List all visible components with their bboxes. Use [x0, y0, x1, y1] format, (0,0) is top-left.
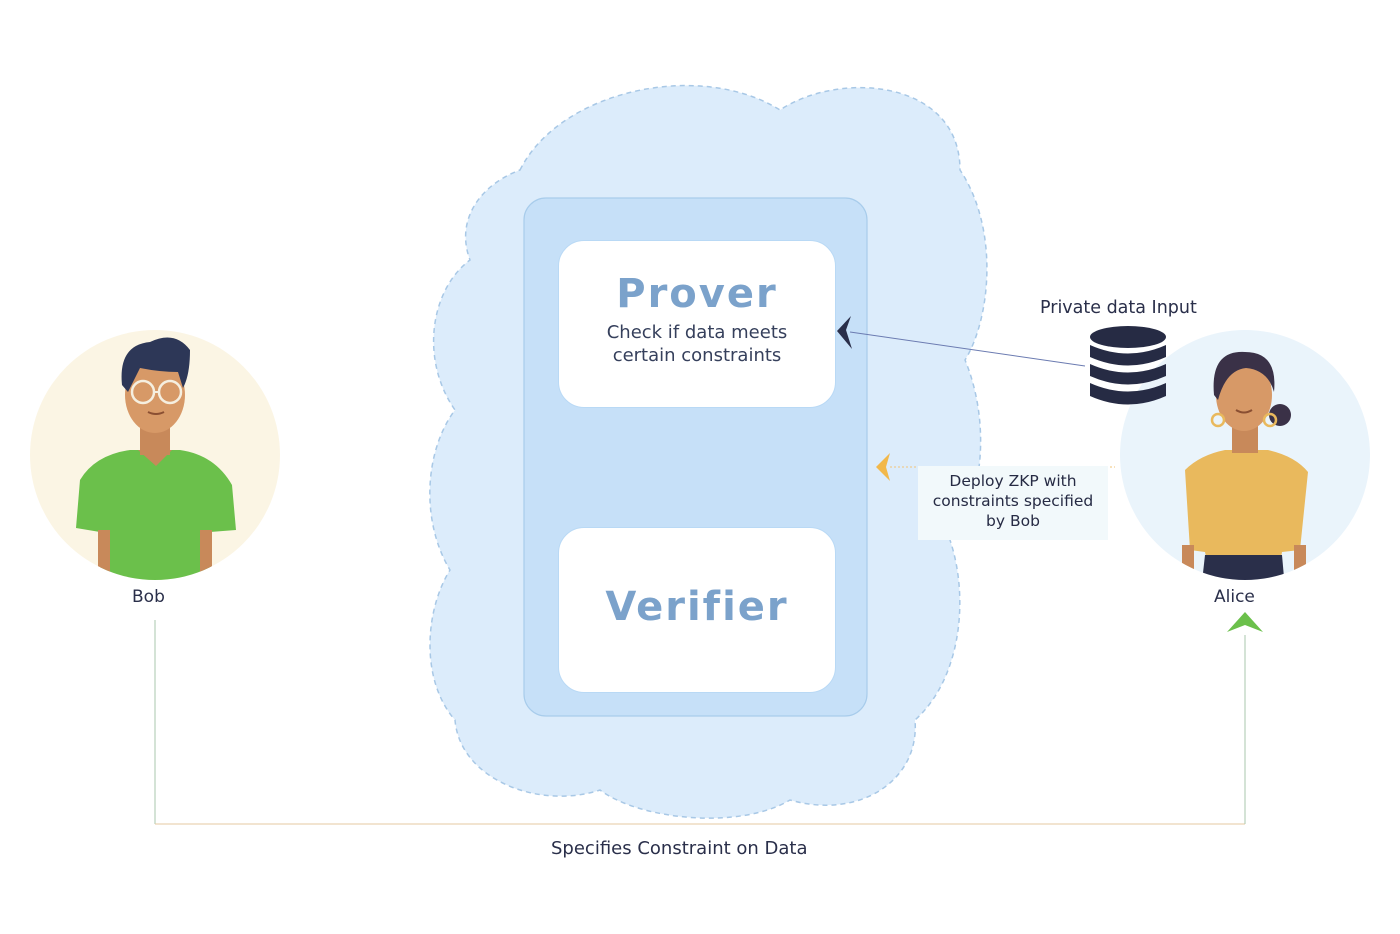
deploy-label-box — [918, 466, 1108, 540]
data-input-arrow — [837, 316, 1086, 367]
alice-avatar — [1120, 330, 1370, 580]
bob-label: Bob — [132, 587, 165, 607]
deploy-label-line2: constraints specified — [932, 492, 1094, 510]
deploy-label-line1: Deploy ZKP with — [949, 472, 1077, 490]
verifier-card: Verifier — [558, 527, 836, 693]
prover-card: Prover Check if data meets certain const… — [558, 240, 836, 408]
bob-avatar — [30, 330, 280, 580]
constraint-label: Specifies Constraint on Data — [551, 838, 808, 859]
alice-label: Alice — [1214, 587, 1255, 607]
prover-description-line2: certain constraints — [612, 345, 782, 366]
constraint-connector — [154, 612, 1263, 825]
prover-title: Prover — [616, 271, 778, 317]
deploy-label-line3: by Bob — [986, 512, 1040, 530]
private-data-label: Private data Input — [1040, 298, 1197, 318]
database-icon — [1090, 326, 1166, 405]
prover-description-line1: Check if data meets — [606, 322, 788, 343]
verifier-title: Verifier — [605, 584, 789, 630]
deploy-label: Deploy ZKP with constraints specified by… — [918, 471, 1108, 531]
